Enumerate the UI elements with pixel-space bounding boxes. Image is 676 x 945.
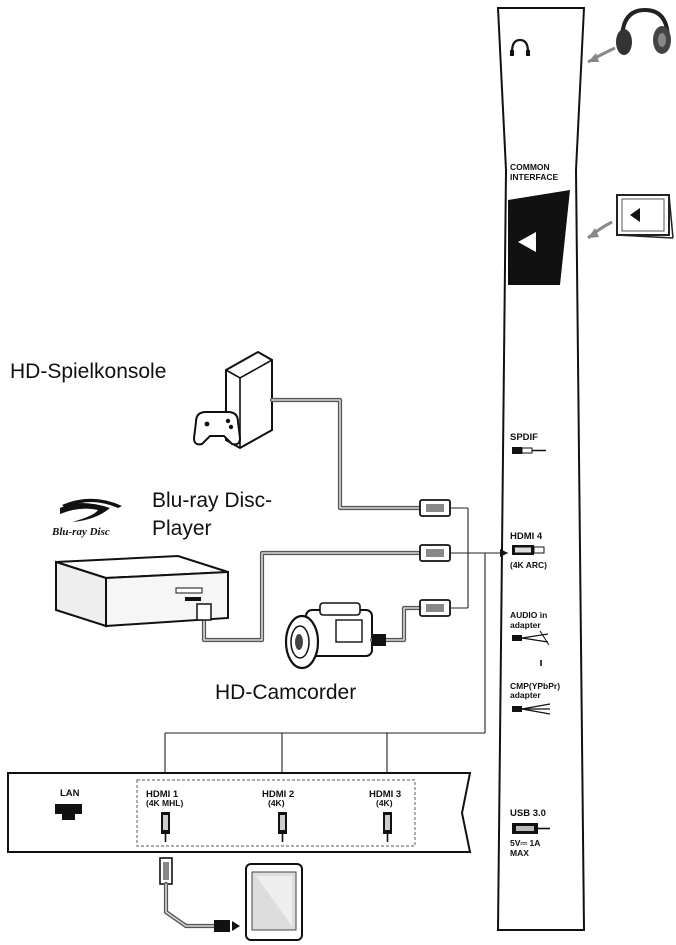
hdmi-plug-camcorder (419, 599, 451, 617)
common-interface-label-2: INTERFACE (510, 172, 559, 182)
bluray-label-1: Blu-ray Disc- (152, 489, 272, 512)
camcorder-label: HD-Camcorder (215, 681, 356, 704)
bluray-logo-text: Blu-ray Disc (51, 526, 110, 538)
hdmi3-label: HDMI 3 (369, 789, 401, 800)
hdmi-plug-bluray-rear (196, 603, 212, 621)
side-panel: COMMON INTERFACE SPDIF HDMI 4 (4K ARC) A… (496, 7, 586, 931)
hdmi4-port[interactable] (512, 545, 545, 555)
usb-sub-label-1: 5V⎓ 1A (510, 838, 540, 848)
slot-arrow-icon (518, 232, 536, 252)
hdmi1-port[interactable] (161, 812, 170, 842)
hdmi3-sub-label: (4K) (376, 798, 393, 808)
hdmi-cables (201, 397, 423, 643)
usb-port[interactable] (512, 823, 550, 834)
hdmi2-port[interactable] (278, 812, 287, 842)
hdmi4-sub-label: (4K ARC) (510, 560, 547, 570)
hdmi3-port[interactable] (383, 812, 392, 842)
usb-sub-label-2: MAX (510, 848, 529, 858)
lan-port-icon[interactable] (55, 804, 82, 820)
camcorder-icon (284, 602, 373, 670)
hdmi1-label: HDMI 1 (146, 789, 179, 800)
mhl-cable (159, 857, 240, 932)
spdif-label: SPDIF (510, 432, 538, 443)
cmp-label-1: CMP(YPbPr) (510, 681, 560, 691)
game-console-icon (192, 350, 273, 450)
cmp-adapter-icon (512, 703, 551, 715)
bluray-logo: Blu-ray Disc (51, 498, 122, 538)
game-console-label: HD-Spielkonsole (10, 360, 166, 383)
audio-in-label-2: adapter (510, 620, 541, 630)
audio-adapter-icon (512, 630, 550, 666)
hdmi2-label: HDMI 2 (262, 789, 294, 800)
smartphone-icon (245, 863, 303, 941)
lan-label: LAN (60, 788, 80, 799)
spdif-port-icon (512, 447, 546, 454)
hdmi2-sub-label: (4K) (268, 798, 285, 808)
usb-label: USB 3.0 (510, 808, 546, 819)
hdmi-plug-console (419, 499, 451, 517)
common-interface-label-1: COMMON (510, 162, 550, 172)
bottom-panel: LAN HDMI 1 (4K MHL) HDMI 2 (4K) HDMI 3 (… (7, 772, 472, 853)
hdmi4-label: HDMI 4 (510, 531, 543, 542)
headphones-icon (616, 7, 671, 55)
headphone-jack-icon (510, 38, 530, 56)
hdmi1-sub-label: (4K MHL) (146, 798, 183, 808)
cmp-label-2: adapter (510, 690, 541, 700)
audio-in-label-1: AUDIO in (510, 610, 547, 620)
camcorder-plug (372, 634, 386, 646)
ci-card-icon (616, 194, 674, 239)
bluray-label-2: Player (152, 517, 212, 540)
hdmi-plug-bluray (419, 544, 451, 562)
ci-slot[interactable] (508, 190, 570, 285)
